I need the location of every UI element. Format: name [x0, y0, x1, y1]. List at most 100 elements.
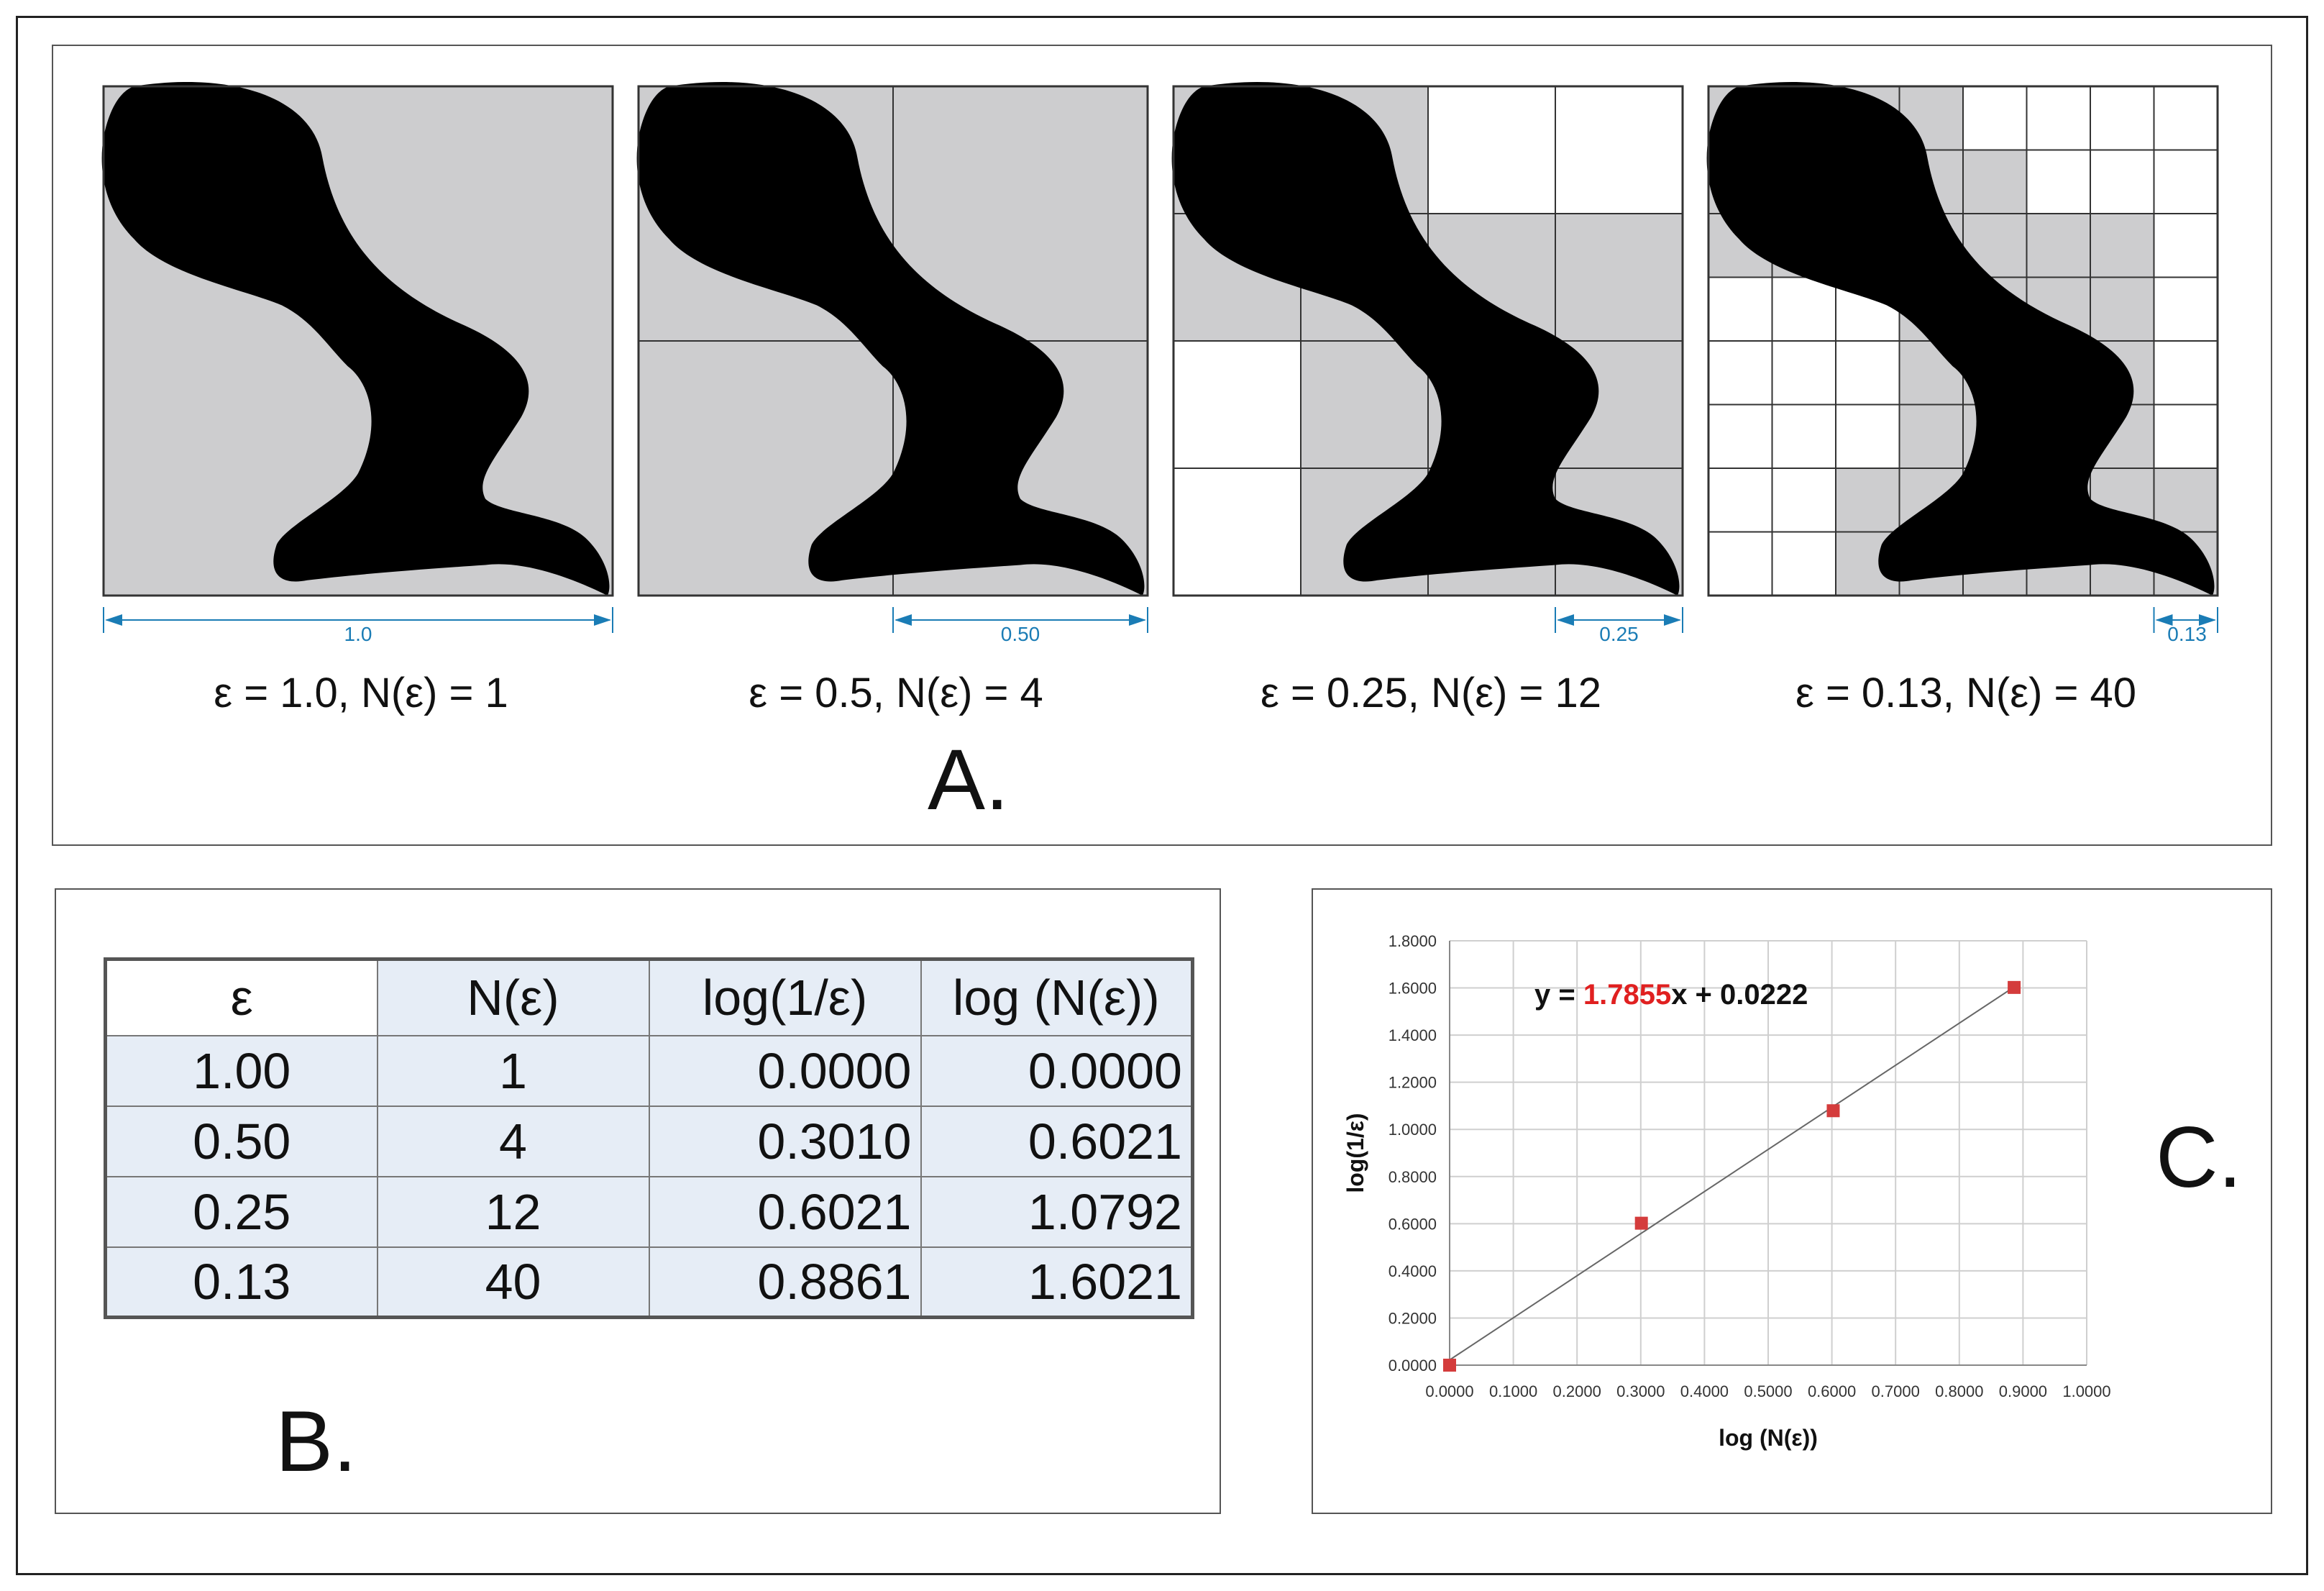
trendline — [1449, 986, 2015, 1361]
x-tick-label: 0.7000 — [1872, 1382, 1920, 1400]
x-tick-label: 1.0000 — [2062, 1382, 2110, 1400]
empty-box — [1173, 340, 1301, 469]
panel-c — [1312, 888, 2272, 1514]
dimension-arrow — [892, 607, 1148, 633]
dimension-label: 0.13 — [2167, 623, 2207, 645]
table-cell: 1.00 — [104, 1034, 378, 1107]
subpanel-caption: ε = 0.5, N(ε) = 4 — [749, 670, 1043, 716]
x-tick-label: 0.2000 — [1553, 1382, 1601, 1400]
empty-box — [1771, 468, 1836, 533]
box-grid-4 — [1706, 81, 2219, 597]
outer-frame — [16, 16, 2308, 1575]
equation-prefix: y = — [1534, 979, 1583, 1011]
dimension-label: 1.0 — [344, 623, 372, 645]
y-tick-label: 0.4000 — [1389, 1262, 1437, 1280]
empty-box — [1555, 86, 1683, 214]
y-tick-label: 1.6000 — [1389, 980, 1437, 998]
data-point — [1826, 1104, 1840, 1118]
empty-box — [1771, 404, 1836, 469]
subpanel-caption: ε = 0.25, N(ε) = 12 — [1260, 670, 1602, 716]
table-header-log-inverse-epsilon: log(1/ε) — [648, 958, 922, 1036]
x-tick-label: 0.5000 — [1744, 1382, 1792, 1400]
dimension-arrow — [103, 607, 613, 633]
table-row: 1.00 1 0.0000 0.0000 — [104, 1034, 1194, 1107]
x-tick-label: 0.6000 — [1808, 1382, 1856, 1400]
box-outline — [1707, 85, 2219, 597]
covered-box — [1555, 213, 1683, 342]
y-tick-label: 1.2000 — [1389, 1074, 1437, 1092]
fractal-shape — [1171, 81, 1680, 596]
x-tick-label: 0.4000 — [1680, 1382, 1729, 1400]
x-tick-label: 0.0000 — [1425, 1382, 1473, 1400]
table-header-row: ε N(ε) log(1/ε) log (N(ε)) — [104, 958, 1194, 1036]
empty-box — [2090, 149, 2155, 214]
table-cell: 1.0792 — [920, 1175, 1194, 1248]
table-cell: 40 — [376, 1246, 650, 1318]
table-row: 0.13 40 0.8861 1.6021 — [104, 1246, 1194, 1318]
panel-b-label: B. — [275, 1393, 357, 1490]
covered-box — [1300, 340, 1429, 469]
empty-box — [1771, 276, 1836, 342]
table-row: 0.50 4 0.3010 0.6021 — [104, 1105, 1194, 1177]
subpanel-caption: ε = 0.13, N(ε) = 40 — [1795, 670, 2137, 716]
table-cell: 0.0000 — [648, 1034, 922, 1107]
box-count-table: ε N(ε) log(1/ε) log (N(ε)) 1.00 1 0.0000… — [104, 957, 1194, 1319]
empty-box — [1962, 86, 2028, 151]
covered-box — [2090, 213, 2155, 278]
dimension-arrow — [2153, 607, 2218, 633]
empty-box — [1708, 468, 1773, 533]
empty-box — [2026, 149, 2091, 214]
table-cell: 0.50 — [104, 1105, 378, 1177]
x-tick-label: 0.9000 — [1999, 1382, 2047, 1400]
y-axis-label: log(1/ε) — [1342, 1113, 1368, 1193]
empty-box — [2153, 276, 2218, 342]
fractal-shape — [636, 81, 1145, 596]
table-cell: 4 — [376, 1105, 650, 1177]
empty-box — [1427, 86, 1556, 214]
dimension-arrow — [1555, 607, 1683, 633]
box-grid-1 — [101, 81, 614, 597]
empty-box — [2153, 404, 2218, 469]
empty-box — [1771, 531, 1836, 596]
box-grid-3 — [1171, 81, 1684, 597]
x-axis-label: log (N(ε)) — [1719, 1425, 1818, 1451]
table-header-log-count: log (N(ε)) — [920, 958, 1194, 1036]
box-outline — [102, 85, 614, 597]
data-point — [1443, 1359, 1456, 1372]
table-cell: 0.13 — [104, 1246, 378, 1318]
table-cell: 0.25 — [104, 1175, 378, 1248]
y-tick-label: 0.0000 — [1389, 1357, 1437, 1375]
empty-box — [2153, 149, 2218, 214]
data-point — [1634, 1216, 1648, 1230]
fractal-shape — [1706, 81, 2215, 596]
table-header-count: N(ε) — [376, 958, 650, 1036]
box-outline — [637, 85, 1149, 597]
subpanel-caption: ε = 1.0, N(ε) = 1 — [214, 670, 508, 716]
data-point — [2008, 980, 2021, 994]
panel-a-label: A. — [928, 731, 1010, 828]
equation-suffix: x + 0.0222 — [1671, 979, 1808, 1011]
x-tick-label: 0.8000 — [1935, 1382, 1983, 1400]
y-tick-label: 0.8000 — [1389, 1168, 1437, 1186]
panel-c-label: C. — [2156, 1109, 2242, 1205]
fractal-shape — [101, 81, 610, 596]
table-cell: 0.0000 — [920, 1034, 1194, 1107]
y-tick-label: 1.8000 — [1389, 932, 1437, 950]
box-grid-2 — [636, 81, 1149, 597]
x-tick-label: 0.3000 — [1616, 1382, 1665, 1400]
box-outline — [1172, 85, 1684, 597]
y-tick-label: 1.4000 — [1389, 1026, 1437, 1044]
table-cell: 1 — [376, 1034, 650, 1107]
dimension-label: 0.25 — [1599, 623, 1639, 645]
y-tick-label: 0.2000 — [1389, 1309, 1437, 1327]
regression-equation: y = 1.7855x + 0.0222 — [1534, 979, 1808, 1011]
equation-slope: 1.7855 — [1583, 979, 1671, 1011]
empty-box — [2153, 340, 2218, 406]
table-cell: 0.6021 — [920, 1105, 1194, 1177]
x-tick-label: 0.1000 — [1489, 1382, 1537, 1400]
table-header-epsilon: ε — [104, 958, 378, 1036]
table-cell: 0.8861 — [648, 1246, 922, 1318]
y-tick-label: 0.6000 — [1389, 1215, 1437, 1233]
